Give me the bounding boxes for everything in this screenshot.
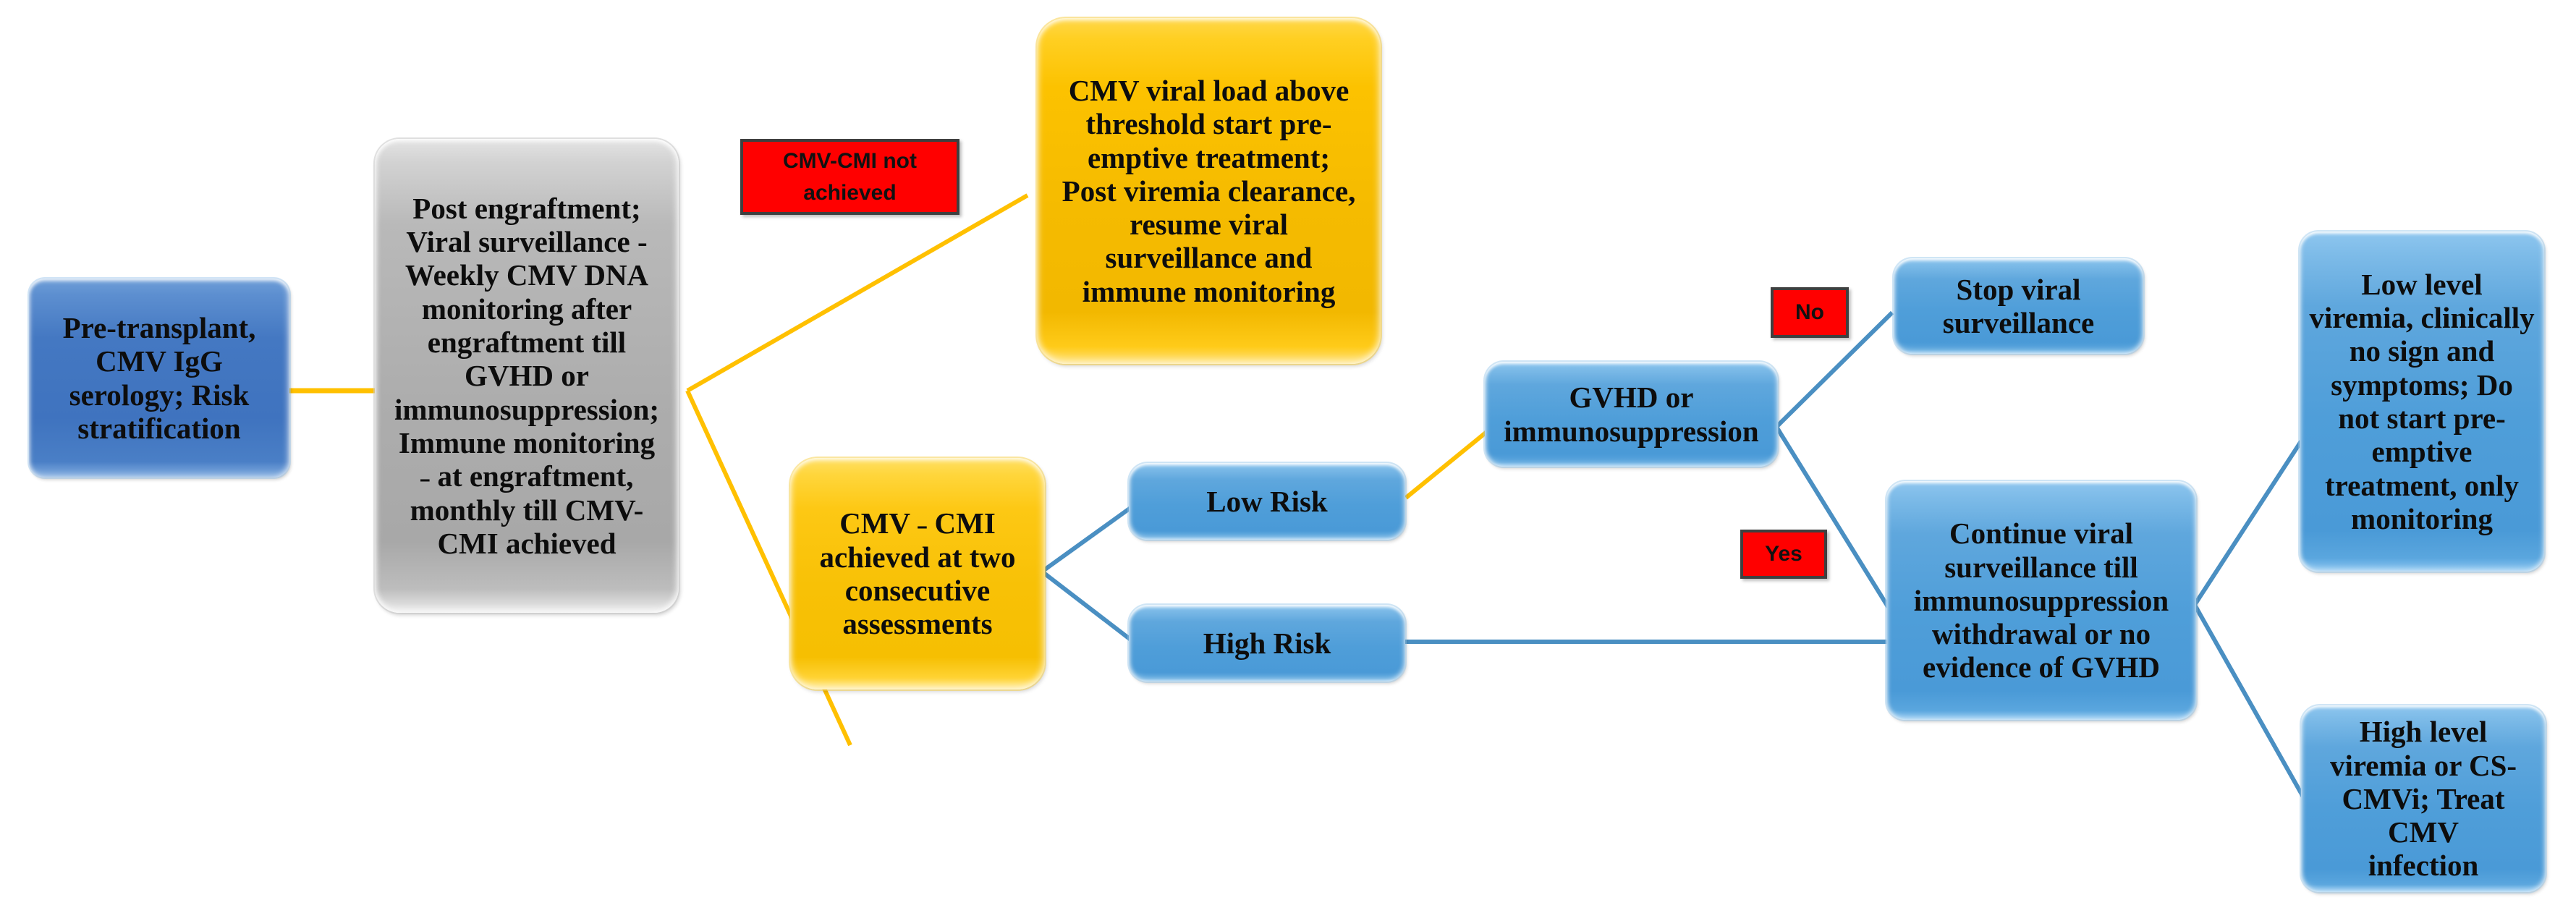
node-gvhd-or-immunosuppression-label: GVHD or immunosuppression bbox=[1504, 381, 1759, 448]
node-low-level-viremia-label: Low level viremia, clinically no sign an… bbox=[2309, 267, 2535, 535]
node-gvhd-or-immunosuppression[interactable]: GVHD or immunosuppression bbox=[1485, 362, 1778, 467]
node-low-risk-label: Low Risk bbox=[1206, 484, 1328, 518]
node-cmv-cmi-achieved[interactable]: CMV ˗ CMI achieved at two consecutive as… bbox=[790, 458, 1045, 689]
edge-gvhd-to-continuesurveillance bbox=[1774, 425, 1891, 609]
node-stop-viral-surveillance-label: Stop viral surveillance bbox=[1942, 272, 2095, 339]
node-continue-viral-surveillance-label: Continue viral surveillance till immunos… bbox=[1913, 517, 2169, 684]
node-no-label[interactable]: No bbox=[1771, 287, 1849, 338]
node-pre-transplant-label: Pre-transplant, CMV IgG serology; Risk s… bbox=[62, 310, 256, 445]
node-high-level-viremia[interactable]: High level viremia or CS- CMVi; Treat CM… bbox=[2301, 705, 2546, 892]
node-high-level-viremia-label: High level viremia or CS- CMVi; Treat CM… bbox=[2329, 715, 2517, 883]
edge-lowrisk-to-gvhd bbox=[1404, 425, 1494, 500]
node-viral-load-above-threshold[interactable]: CMV viral load above threshold start pre… bbox=[1037, 18, 1381, 364]
node-continue-viral-surveillance[interactable]: Continue viral surveillance till immunos… bbox=[1886, 481, 2196, 720]
node-yes-label-text: Yes bbox=[1765, 542, 1802, 566]
node-low-level-viremia[interactable]: Low level viremia, clinically no sign an… bbox=[2300, 232, 2544, 572]
node-stop-viral-surveillance[interactable]: Stop viral surveillance bbox=[1894, 258, 2143, 354]
node-low-risk[interactable]: Low Risk bbox=[1129, 463, 1405, 540]
node-post-engraftment[interactable]: Post engraftment; Viral surveillance - W… bbox=[375, 139, 679, 613]
node-viral-load-above-threshold-label: CMV viral load above threshold start pre… bbox=[1062, 73, 1356, 308]
node-cmv-cmi-achieved-label: CMV ˗ CMI achieved at two consecutive as… bbox=[819, 506, 1016, 641]
node-pre-transplant[interactable]: Pre-transplant, CMV IgG serology; Risk s… bbox=[29, 279, 289, 478]
node-no-label-text: No bbox=[1795, 300, 1824, 325]
node-cmv-cmi-not-achieved[interactable]: CMV-CMI not achieved bbox=[740, 139, 959, 215]
edge-continuesurveillance-to-highviremia bbox=[2192, 603, 2307, 801]
edge-continuesurveillance-to-lowviremia bbox=[2192, 440, 2303, 606]
node-cmv-cmi-not-achieved-label: CMV-CMI not achieved bbox=[783, 149, 917, 205]
edge-cmiachieved-to-highrisk bbox=[1041, 569, 1134, 643]
node-high-risk-label: High Risk bbox=[1203, 626, 1331, 660]
node-high-risk[interactable]: High Risk bbox=[1129, 605, 1405, 682]
node-yes-label[interactable]: Yes bbox=[1740, 530, 1827, 579]
node-post-engraftment-label: Post engraftment; Viral surveillance - W… bbox=[394, 191, 660, 560]
edge-postengraftment-to-viralload bbox=[686, 193, 1029, 393]
edge-cmiachieved-to-lowrisk bbox=[1041, 504, 1134, 574]
